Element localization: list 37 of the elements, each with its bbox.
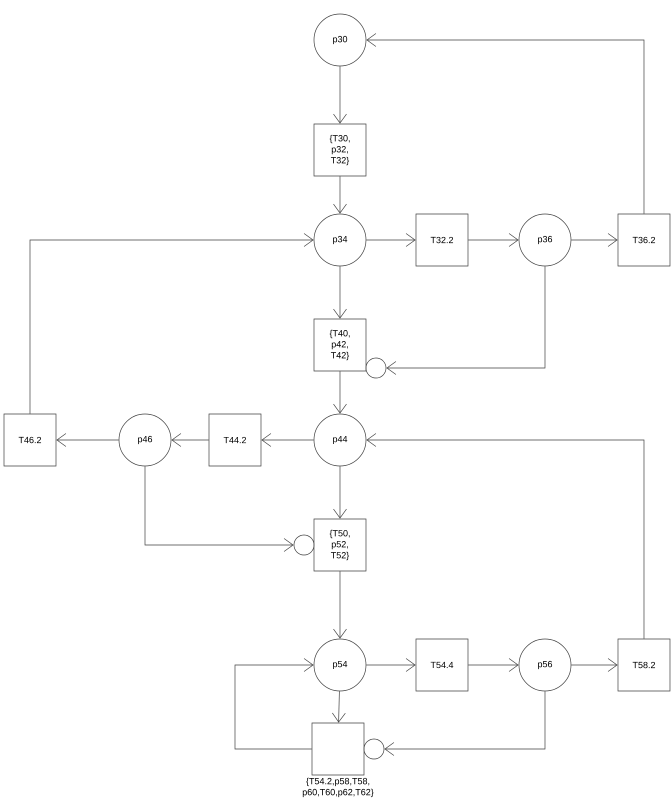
arrow xyxy=(333,466,347,519)
arrow xyxy=(571,658,618,672)
inhibitor-circle xyxy=(364,738,384,760)
arrow xyxy=(333,176,347,214)
transition-box: {T50, p52, T52} xyxy=(314,518,366,572)
arrow xyxy=(333,266,347,319)
arrow xyxy=(333,66,347,124)
transition-box: T36.2 xyxy=(618,214,670,266)
arrow xyxy=(468,233,519,247)
arrow xyxy=(333,571,347,639)
arrow xyxy=(56,433,119,447)
arrow xyxy=(468,658,519,672)
arrow xyxy=(571,233,618,247)
transition-box: {T30, p32, T32} xyxy=(314,124,366,176)
arrow xyxy=(171,433,209,447)
arrow xyxy=(144,466,294,552)
arrow xyxy=(30,233,314,414)
arrow xyxy=(234,658,314,750)
arrow xyxy=(384,691,546,756)
transition-box: T54.4 xyxy=(416,638,468,692)
transition-box: T44.2 xyxy=(208,414,262,466)
transition-box: T58.2 xyxy=(618,638,670,692)
arrow xyxy=(332,691,346,723)
inhibitor-circle xyxy=(294,534,314,556)
arrow xyxy=(261,433,314,447)
arrow xyxy=(366,33,644,214)
arrow xyxy=(333,371,347,414)
transition-box: {T40, p42, T42} xyxy=(314,318,366,372)
inhibitor-circle xyxy=(366,358,386,378)
arrow xyxy=(386,266,546,375)
arrow xyxy=(366,233,416,247)
arrow xyxy=(366,433,644,639)
transition-box: T32.2 xyxy=(416,214,468,266)
arrow xyxy=(366,658,416,672)
transition-box: T46.2 xyxy=(4,414,56,466)
node-label: {T54.2,p58,T58, p60,T60,p62,T62} xyxy=(302,778,374,798)
transition-box: {T54.2,p58,T58, p60,T60,p62,T62} xyxy=(302,722,374,798)
